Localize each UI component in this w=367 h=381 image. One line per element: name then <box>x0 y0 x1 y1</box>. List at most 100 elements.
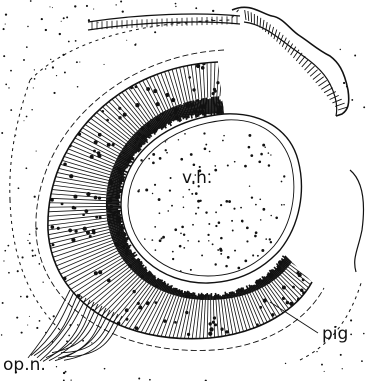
pigment-granule <box>308 207 312 211</box>
epidermis-cell <box>296 53 302 61</box>
pigment-granule <box>174 111 177 114</box>
tissue-stipple <box>185 23 187 25</box>
vitreous-dot <box>197 200 200 203</box>
tissue-stipple <box>39 320 41 322</box>
retina-nucleus <box>209 43 212 46</box>
retina-striation <box>245 282 284 367</box>
vitreous-dot <box>214 263 216 265</box>
retina-striation <box>274 261 348 327</box>
retina-nucleus <box>328 126 331 129</box>
tissue-stipple <box>91 342 92 343</box>
pigment-stroke <box>217 294 218 308</box>
retina-nucleus <box>145 350 149 354</box>
tissue-stipple <box>66 340 68 342</box>
retina-nucleus <box>193 89 196 92</box>
retina-nucleus <box>146 302 149 305</box>
pigment-granule <box>122 152 124 154</box>
pigment-granule <box>109 199 112 202</box>
retina-striation <box>157 286 185 376</box>
tissue-stipple <box>3 55 5 57</box>
vitreous-dot <box>159 158 161 160</box>
retina-nucleus <box>204 351 207 354</box>
tissue-stipple <box>59 33 61 35</box>
pigment-granule <box>115 242 119 246</box>
epidermis-cell <box>282 38 286 47</box>
pigment-granule <box>290 128 294 132</box>
tissue-stipple <box>39 263 41 265</box>
retina-nucleus <box>213 38 216 41</box>
pigment-granule <box>129 156 133 160</box>
tissue-stipple <box>45 68 46 69</box>
vitreous-dot <box>220 237 223 240</box>
retina-nucleus <box>107 119 109 121</box>
retina-striation <box>234 29 262 123</box>
vitreous-dot <box>260 153 263 156</box>
retina-striation <box>282 250 360 299</box>
vitreous-dot <box>162 236 165 239</box>
pigment-granule <box>98 185 103 190</box>
retina-nucleus <box>45 189 49 193</box>
pigment-granule <box>300 235 302 237</box>
pigment-stroke <box>298 216 321 219</box>
retina-nucleus <box>196 366 199 369</box>
vitreous-dot <box>159 239 162 242</box>
retina-nucleus <box>310 94 312 96</box>
retina-nucleus <box>336 295 339 298</box>
tissue-stipple <box>77 324 79 326</box>
vitreous-dot <box>205 211 207 213</box>
pigment-granule <box>319 188 321 190</box>
tissue-stipple <box>36 327 38 329</box>
retina-striation <box>293 224 367 245</box>
vitreous-dot <box>165 149 167 151</box>
retina-nucleus <box>201 66 204 69</box>
pigment-granule <box>306 232 309 235</box>
retina-striation <box>239 39 269 124</box>
vitreous-dot <box>138 189 139 190</box>
pigment-stroke <box>295 239 310 245</box>
retina-striation <box>295 207 367 210</box>
retina-nucleus <box>175 321 177 323</box>
pigment-granule <box>175 116 178 119</box>
tissue-stipple <box>27 240 28 241</box>
retina-striation <box>295 212 367 220</box>
retina-nucleus <box>90 155 93 158</box>
retina-nucleus <box>164 320 167 323</box>
pigment-granule <box>297 138 299 140</box>
pigment-granule <box>125 252 128 255</box>
retina-nucleus <box>245 55 248 58</box>
retina-nucleus <box>147 87 150 90</box>
pigment-granule <box>280 118 282 120</box>
tissue-stipple <box>350 319 352 321</box>
retina-nucleus <box>318 288 321 291</box>
retina-nucleus <box>83 214 85 216</box>
tissue-stipple <box>175 6 176 7</box>
vitreous-dot <box>270 241 272 243</box>
retina-nucleus <box>326 281 328 283</box>
vitreous-dot <box>275 217 278 220</box>
tissue-stipple <box>33 87 34 88</box>
retina-nucleus <box>113 335 116 338</box>
retina-nucleus <box>348 204 351 207</box>
tissue-stipple <box>154 31 156 33</box>
tissue-stipple <box>20 296 22 298</box>
vitreous-dot <box>220 204 222 206</box>
pigment-granule <box>153 129 158 134</box>
retina-striation <box>201 290 206 381</box>
retina-nucleus <box>338 220 340 222</box>
retina-nucleus <box>307 110 309 112</box>
tissue-stipple <box>52 66 54 68</box>
pigment-granule <box>116 232 120 236</box>
pigment-stroke <box>207 97 208 114</box>
retina-striation <box>289 142 367 175</box>
tissue-stipple <box>363 106 365 108</box>
vitreous-dot <box>218 221 221 224</box>
vitreous-dot <box>188 189 190 191</box>
tissue-stipple <box>340 49 341 50</box>
vitreous-dot <box>172 251 174 253</box>
retina-nucleus <box>261 70 265 74</box>
vitreous-dot <box>180 270 182 272</box>
retina-nucleus <box>106 74 108 76</box>
vitreous-dot <box>244 165 247 168</box>
epidermis-cell <box>305 63 312 70</box>
pigment-granule <box>163 282 166 285</box>
